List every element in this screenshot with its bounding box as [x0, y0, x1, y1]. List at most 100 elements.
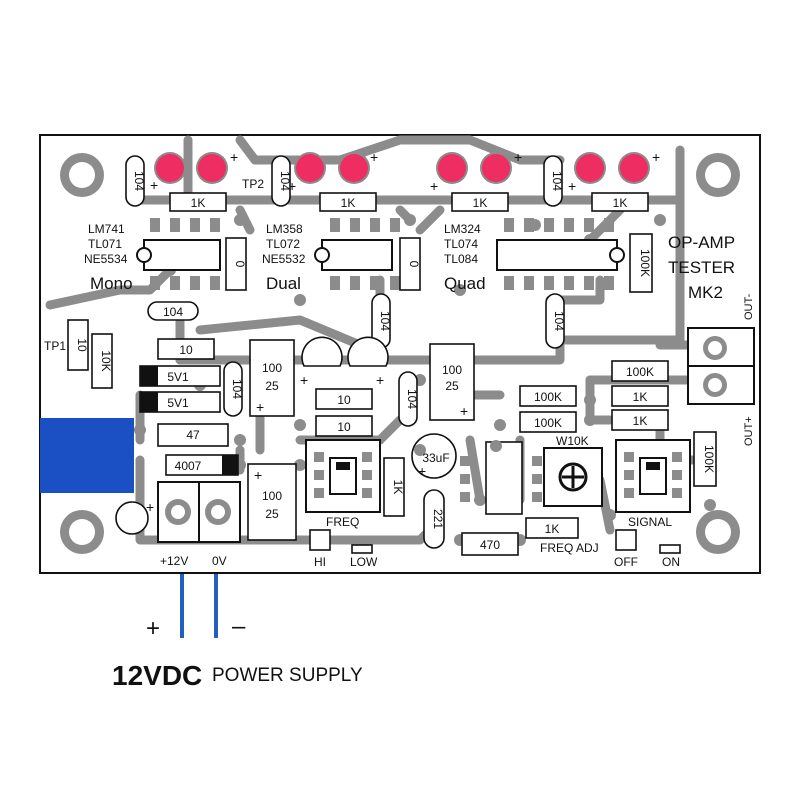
svg-text:25: 25 — [265, 379, 279, 393]
svg-text:25: 25 — [445, 379, 459, 393]
jumper-on — [659, 544, 681, 554]
voltage-label: 12VDC — [112, 660, 202, 691]
svg-text:1K: 1K — [341, 196, 356, 210]
svg-text:TL074: TL074 — [444, 237, 478, 251]
svg-text:Quad: Quad — [444, 274, 486, 293]
resistor-221: 221 — [423, 489, 445, 549]
cap-104-zener: 104 — [223, 361, 244, 417]
resistor-1k-freq-adj: 1K — [525, 517, 579, 539]
svg-text:ON: ON — [662, 555, 680, 569]
transistor-b: + — [347, 336, 389, 388]
svg-text:100K: 100K — [626, 365, 654, 379]
svg-text:104: 104 — [550, 171, 564, 191]
svg-text:+: + — [256, 399, 264, 415]
mounting-hole-bottom-left — [60, 510, 104, 554]
jumper-low — [351, 544, 373, 554]
svg-text:+: + — [430, 178, 438, 194]
svg-text:33uF: 33uF — [422, 451, 449, 465]
svg-text:+: + — [370, 149, 378, 165]
svg-text:TESTER: TESTER — [668, 258, 735, 277]
svg-text:104: 104 — [552, 311, 566, 331]
svg-text:+: + — [230, 149, 238, 165]
cap-104-top-1: 104 — [125, 155, 146, 207]
svg-text:10: 10 — [337, 420, 351, 434]
svg-text:100K: 100K — [638, 249, 652, 277]
svg-text:104: 104 — [278, 171, 292, 191]
cap-33uf: 33uF+ — [411, 433, 457, 479]
svg-text:TL071: TL071 — [88, 237, 122, 251]
svg-text:1K: 1K — [545, 522, 560, 536]
power-supply-label: POWER SUPPLY — [212, 665, 363, 686]
svg-text:+: + — [568, 178, 576, 194]
svg-text:1K: 1K — [391, 480, 405, 495]
svg-text:470: 470 — [480, 538, 500, 552]
resistor-1k-quad-b: 1K — [591, 192, 649, 212]
svg-text:+12V: +12V — [160, 554, 188, 568]
resistor-100k-c: 100K — [611, 360, 669, 382]
svg-text:Mono: Mono — [90, 274, 133, 293]
led-array — [154, 152, 650, 184]
w10k-label: W10K — [556, 434, 589, 448]
svg-text:NE5532: NE5532 — [262, 252, 306, 266]
switch-signal — [615, 439, 691, 513]
svg-text:100K: 100K — [534, 390, 562, 404]
svg-text:1K: 1K — [473, 196, 488, 210]
output-terminal-block — [687, 327, 755, 405]
svg-text:104: 104 — [405, 389, 419, 409]
copper-traces — [45, 135, 705, 545]
svg-text:5V1: 5V1 — [167, 396, 189, 410]
led-mono-a — [154, 152, 186, 184]
resistor-10-mid-a: 10 — [315, 388, 373, 410]
svg-text:OP-AMP: OP-AMP — [668, 233, 735, 252]
zener-5v1-b: 5V1 — [139, 391, 221, 413]
blue-potentiometer — [40, 418, 134, 493]
ic-pin-pads — [460, 456, 542, 502]
svg-text:MK2: MK2 — [688, 283, 723, 302]
svg-text:+: + — [288, 178, 296, 194]
led-quad-d — [618, 152, 650, 184]
svg-text:47: 47 — [186, 428, 200, 442]
svg-text:1K: 1K — [613, 196, 628, 210]
svg-text:+: + — [146, 499, 154, 515]
svg-text:10: 10 — [75, 338, 89, 352]
svg-text:+: + — [460, 403, 468, 419]
svg-text:104: 104 — [378, 311, 392, 331]
zener-5v1-a: 5V1 — [139, 365, 221, 387]
svg-text:+: + — [150, 177, 158, 193]
resistor-100k-right: 100K — [693, 431, 717, 487]
switch-freq — [305, 439, 381, 513]
ic-labels-quad: LM324 TL074 TL084 Quad — [444, 222, 486, 293]
svg-text:NE5534: NE5534 — [84, 252, 128, 266]
power-terminal-block — [157, 481, 241, 543]
svg-text:1K: 1K — [633, 414, 648, 428]
svg-text:OFF: OFF — [614, 555, 638, 569]
cap-100-25-top: 100 25+ — [249, 339, 295, 417]
svg-text:100K: 100K — [534, 416, 562, 430]
polyfuse: + — [115, 499, 154, 535]
trimmer-w10k — [543, 447, 603, 507]
svg-text:100: 100 — [442, 363, 462, 377]
svg-text:TL072: TL072 — [266, 237, 300, 251]
resistor-47: 47 — [157, 423, 229, 447]
led-quad-c — [574, 152, 606, 184]
resistor-1k-right-a: 1K — [611, 385, 669, 407]
mounting-hole-top-right — [696, 153, 740, 197]
svg-text:100: 100 — [262, 361, 282, 375]
link-0-b: 0 — [399, 237, 421, 291]
svg-text:Dual: Dual — [266, 274, 301, 293]
svg-text:SIGNAL: SIGNAL — [628, 515, 672, 529]
svg-text:HI: HI — [314, 555, 326, 569]
svg-text:+: + — [300, 372, 308, 388]
svg-text:10: 10 — [337, 393, 351, 407]
svg-text:LM741: LM741 — [88, 222, 125, 236]
ic-labels-mono: LM741 TL071 NE5534 Mono — [84, 222, 133, 293]
led-quad-b — [480, 152, 512, 184]
resistor-1k-dual: 1K — [319, 192, 377, 212]
svg-text:LOW: LOW — [350, 555, 378, 569]
svg-text:+: + — [254, 467, 262, 483]
resistor-10-mid-b: 10 — [315, 415, 373, 437]
svg-text:FREQ: FREQ — [326, 515, 359, 529]
led-mono-b — [196, 152, 228, 184]
